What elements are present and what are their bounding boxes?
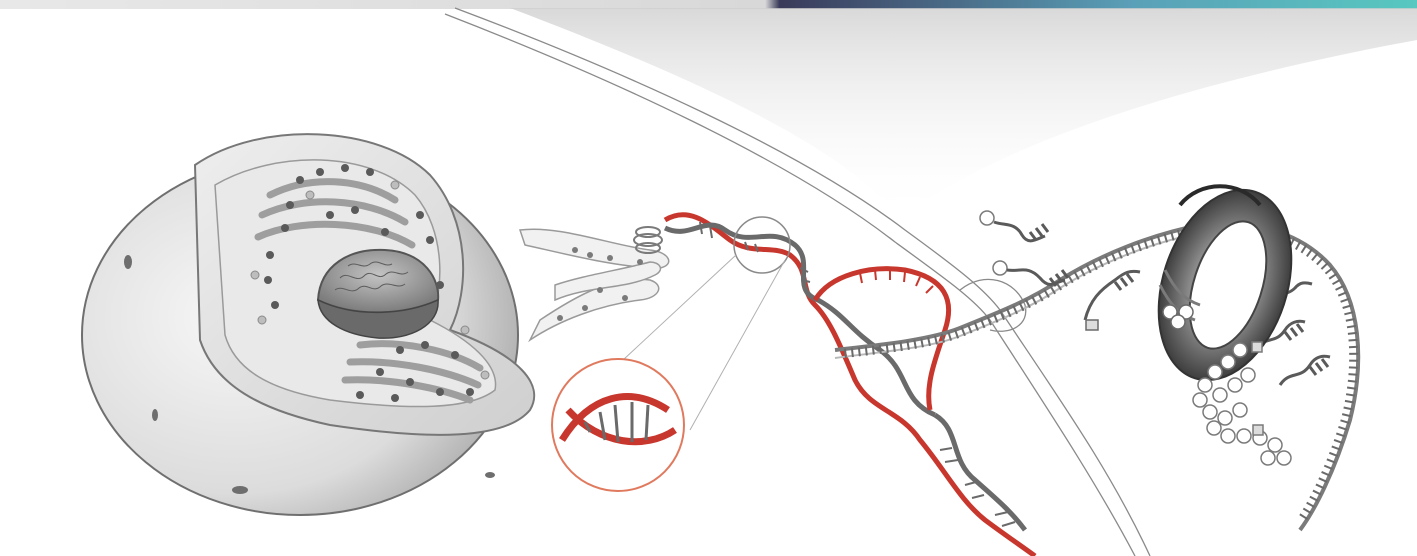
mrna-tooth (880, 345, 881, 354)
cell-nucleus-cutaway (82, 134, 534, 515)
mrna-tooth (1346, 394, 1355, 395)
mrna-tooth (1333, 280, 1341, 284)
mrna-tooth (866, 347, 867, 356)
mrna-tooth (1310, 497, 1318, 501)
mrna-tooth (1341, 299, 1349, 302)
mrna-tooth (894, 343, 895, 352)
mrna-tooth (887, 344, 888, 353)
dna-double-helix (665, 215, 1035, 556)
mrna-tooth (852, 348, 853, 357)
mrna-tooth (845, 349, 846, 358)
mrna-tooth (859, 347, 860, 356)
mrna-tooth (1347, 326, 1356, 327)
mrna-tooth (1307, 503, 1315, 507)
mrna-tooth (1329, 274, 1336, 279)
mrna-tooth (1349, 340, 1358, 341)
dna-magnified-inset (552, 359, 684, 491)
mrna-tooth (1317, 258, 1323, 265)
mrna-tooth (1301, 245, 1306, 253)
top-color-bar (0, 0, 1417, 9)
mrna-tooth (873, 346, 874, 355)
mrna-tooth (1348, 381, 1357, 382)
mrna-tooth (1312, 253, 1318, 260)
mrna-tooth (1300, 514, 1308, 519)
cytoplasm-shade (510, 8, 1417, 220)
mrna-tooth (1321, 263, 1328, 269)
mrna-tooth (901, 342, 902, 351)
mrna-tooth (1348, 374, 1357, 375)
mrna-tooth (1336, 286, 1344, 290)
mrna-tooth (1303, 509, 1311, 514)
mrna-tooth (1307, 249, 1312, 256)
mrna-tooth (1325, 268, 1332, 274)
mrna-tooth (1296, 242, 1300, 250)
mrna-tooth (1334, 440, 1342, 443)
mrna-tooth (1347, 388, 1356, 389)
mrna-tooth (1348, 333, 1357, 334)
